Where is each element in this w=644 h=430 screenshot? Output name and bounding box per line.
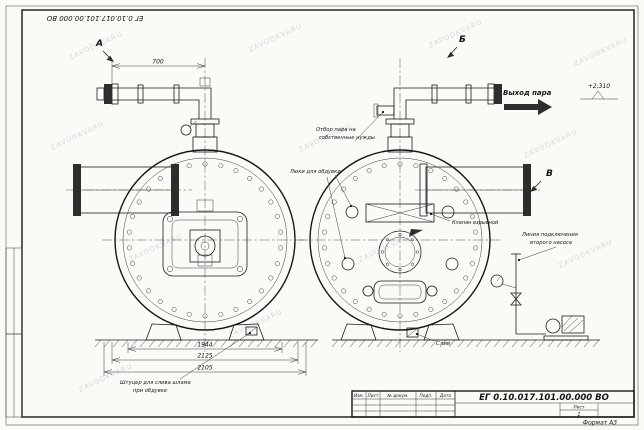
- pipe-flange: [465, 84, 472, 104]
- pump-motor: [561, 315, 585, 334]
- lower-hatch: [373, 280, 427, 304]
- valve-icon: [510, 292, 522, 300]
- explosion-valve-hatch: [365, 203, 435, 223]
- safety-valve: [199, 77, 211, 87]
- ground-hatch: [94, 339, 600, 348]
- annotation-elevation: +2,310: [588, 83, 610, 90]
- blow-hatch: [426, 285, 438, 297]
- tb-col-izm: Изм.: [354, 393, 364, 399]
- side-drum-right: [419, 163, 531, 217]
- view-label-a: А: [95, 39, 103, 49]
- format-label: Формат А3: [583, 420, 617, 427]
- bolt-rings: [126, 161, 479, 319]
- manhole: [378, 229, 423, 274]
- blow-hatch: [441, 205, 455, 219]
- pipe-flange: [137, 84, 144, 104]
- blow-hatch: [445, 257, 459, 271]
- blow-hatch: [362, 285, 374, 297]
- paper-edge: [5, 5, 639, 426]
- dim-width-mid: 2125: [197, 353, 212, 360]
- view-label-v: В: [546, 169, 553, 179]
- boiler-rear-view: [298, 58, 540, 352]
- annotation-own-needs: Отбор пара на: [316, 127, 356, 133]
- annotation-own-needs: собственные нужды: [319, 135, 375, 141]
- level-flag: [409, 229, 423, 237]
- dim-width-overall: 2105: [197, 365, 212, 372]
- tb-doc-number: ЕГ 0.10.017.101.00.000 ВО: [479, 393, 609, 403]
- pump-body: [545, 318, 561, 334]
- boiler-shell-front: [114, 149, 296, 331]
- annotation-sludge-fitting: при обдувке: [133, 388, 167, 394]
- drain-fitting: [406, 327, 419, 338]
- pipe-flange: [431, 84, 438, 104]
- annotation-sludge-fitting: Штуцер для слива шлама: [120, 380, 191, 386]
- furnace-door: [162, 199, 248, 277]
- annotation-explosion-valve: Клапан взрывной: [452, 220, 499, 226]
- pipe-flange: [173, 84, 180, 104]
- dimensions: 700 1944 2125 2105: [103, 59, 307, 376]
- side-drum-left: [73, 164, 179, 216]
- annotation-steam-outlet: Выход пара: [503, 89, 552, 97]
- dim-width-inner: 1944: [197, 342, 212, 349]
- annotation-blow-hatches: Люки для обдувки: [289, 169, 341, 175]
- view-label-b: Б: [459, 35, 466, 45]
- steam-flow-arrow: [504, 99, 552, 115]
- steam-pipe-left: [96, 77, 220, 153]
- tb-sheet-value: 1: [577, 412, 580, 418]
- view-labels: А Б В: [95, 35, 553, 192]
- sludge-drain-fitting: [245, 326, 258, 336]
- tb-col-doc: № докум.: [386, 393, 408, 399]
- top-doc-number: ЕГ 0.10.017.101.00.000 ВО: [46, 14, 143, 22]
- burner-port: [194, 235, 216, 257]
- drawing-frame: [21, 9, 635, 418]
- annotation-drain: Слив: [436, 341, 450, 347]
- tb-col-sign: Подп.: [419, 393, 432, 399]
- pressure-gauge-icon: [180, 124, 192, 136]
- annotations: Выход пара +2,310 Отбор пара на собствен…: [120, 83, 618, 394]
- tb-col-date: Дата: [439, 393, 451, 399]
- tb-col-list: Лист: [367, 393, 379, 399]
- title-block: Изм. Лист № докум. Подп. Дата ЕГ 0.10.01…: [351, 390, 635, 427]
- pressure-gauge-icon: [490, 274, 504, 288]
- boiler-shell-rear: [309, 149, 491, 331]
- annotation-second-pump: Линия подключения: [521, 232, 578, 238]
- annotation-second-pump: второго насоса: [530, 240, 572, 246]
- steam-pipe-right: [373, 83, 502, 153]
- blow-hatch: [341, 257, 355, 271]
- tb-sheet-label: Лист: [573, 405, 585, 411]
- dim-pipe-offset: 700: [152, 59, 164, 66]
- steam-takeoff-stub: [376, 105, 395, 116]
